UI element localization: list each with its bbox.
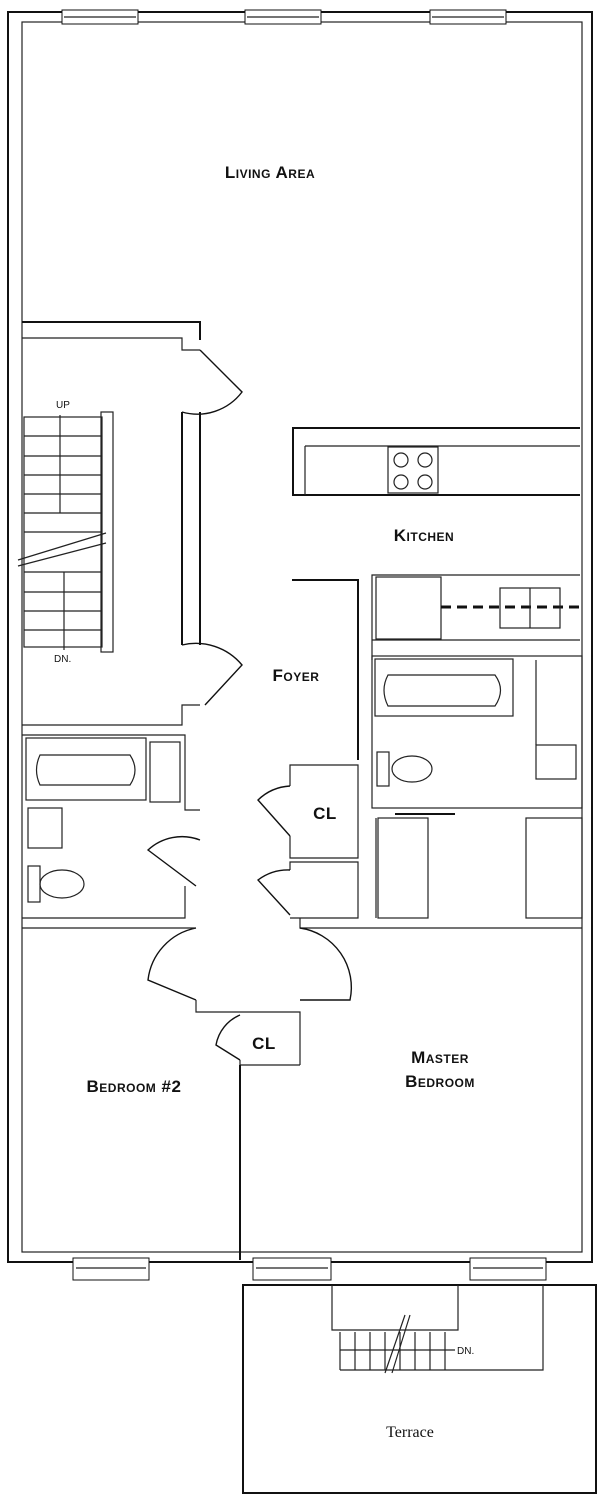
closet-label: CL bbox=[313, 804, 337, 823]
bedroom-2-label: Bedroom #2 bbox=[87, 1077, 182, 1096]
terrace-stair-down-label: DN. bbox=[457, 1346, 474, 1357]
terrace: DN. bbox=[242, 1284, 597, 1494]
stair-down-label: DN. bbox=[54, 654, 71, 665]
stair-hall-walls bbox=[22, 321, 243, 726]
master-bedroom-label: Bedroom bbox=[405, 1072, 475, 1091]
room-labels: Living Area Kitchen Foyer CL CL Master B… bbox=[87, 163, 475, 1441]
closet-label: CL bbox=[252, 1034, 276, 1053]
living-area-label: Living Area bbox=[225, 163, 315, 182]
kitchen-label: Kitchen bbox=[394, 526, 454, 545]
foyer-walls bbox=[22, 764, 583, 1260]
top-windows bbox=[61, 9, 507, 25]
foyer-label: Foyer bbox=[273, 666, 320, 685]
bottom-windows bbox=[72, 1257, 547, 1281]
interior-stair: UP DN. bbox=[17, 400, 114, 665]
stair-up-label: UP bbox=[56, 400, 70, 411]
master-bath bbox=[371, 655, 583, 809]
kitchen-fixtures bbox=[292, 427, 582, 760]
master-bedroom-label: Master bbox=[411, 1048, 469, 1067]
exterior-walls bbox=[7, 11, 593, 1263]
bath-2 bbox=[22, 734, 201, 919]
terrace-label: Terrace bbox=[386, 1424, 434, 1441]
